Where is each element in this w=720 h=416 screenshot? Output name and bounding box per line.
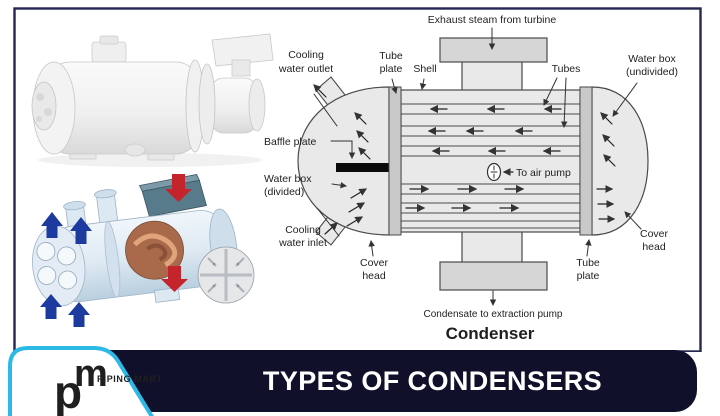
label-tube-plate-right-1: Tube bbox=[576, 257, 600, 269]
label-cover-head-right-2: head bbox=[642, 241, 666, 253]
logo-monogram-p: p bbox=[54, 366, 82, 416]
condenser-photo-cutaway bbox=[32, 174, 255, 327]
condensate-neck bbox=[462, 232, 522, 262]
cover-head-left bbox=[297, 86, 390, 236]
label-exhaust-steam: Exhaust steam from turbine bbox=[428, 14, 557, 26]
water-box-arrows bbox=[346, 112, 616, 227]
label-shell: Shell bbox=[413, 63, 436, 75]
tube-flow-arrows-right bbox=[405, 184, 525, 213]
label-condensate: Condensate to extraction pump bbox=[424, 309, 563, 320]
main-canvas: Exhaust steam from turbine Tube plate Sh… bbox=[13, 7, 702, 352]
label-water-box-divided-1: Water box bbox=[264, 173, 312, 185]
label-cover-head-left-1: Cover bbox=[360, 257, 389, 269]
blue-flow-arrows bbox=[40, 212, 92, 327]
cover-head-right bbox=[591, 86, 649, 236]
tubes bbox=[400, 103, 581, 229]
label-water-box-undivided-1: Water box bbox=[628, 53, 676, 65]
diagram-caption: Condenser bbox=[446, 324, 535, 343]
label-tubes: Tubes bbox=[552, 63, 581, 75]
condenser-schematic: Exhaust steam from turbine Tube plate Sh… bbox=[264, 14, 678, 343]
tube-plate-left bbox=[388, 86, 402, 236]
logo-brand-text: PIPING MART bbox=[97, 374, 163, 384]
label-tube-plate-left-2: plate bbox=[380, 63, 403, 75]
tube-plate-right bbox=[579, 86, 593, 236]
condensate-flange bbox=[439, 261, 548, 291]
label-baffle-plate: Baffle plate bbox=[264, 136, 317, 148]
label-water-box-divided-2: (divided) bbox=[264, 186, 304, 198]
shell bbox=[400, 89, 581, 233]
label-leaders bbox=[330, 27, 642, 306]
label-cooling-water-outlet-1: Cooling bbox=[288, 49, 324, 61]
tube-flow-arrows-left bbox=[427, 104, 562, 156]
label-to-air-pump: To air pump bbox=[516, 167, 571, 179]
outlet-leader bbox=[313, 93, 338, 127]
label-cover-head-left-2: head bbox=[362, 270, 386, 282]
outlet-flow-arrow bbox=[313, 84, 327, 98]
logo-monogram-m: m bbox=[74, 353, 108, 395]
condenser-photo-white bbox=[31, 33, 274, 167]
label-cooling-water-outlet-2: water outlet bbox=[278, 63, 333, 75]
inlet-leader bbox=[316, 207, 340, 237]
steam-inlet-neck bbox=[462, 61, 522, 92]
logo-plate-shape bbox=[8, 346, 154, 416]
label-cooling-water-inlet-1: Cooling bbox=[285, 224, 321, 236]
baffle-plate bbox=[336, 163, 389, 172]
tube-sheet-detail bbox=[197, 246, 255, 304]
label-water-box-undivided-2: (undivided) bbox=[626, 66, 678, 78]
red-flow-arrows bbox=[161, 174, 192, 292]
banner-title: TYPES OF CONDENSERS bbox=[262, 365, 603, 396]
logo-plate: m p PIPING MART bbox=[8, 346, 163, 416]
label-tube-plate-left-1: Tube bbox=[379, 50, 403, 62]
steam-inlet-flange bbox=[439, 37, 548, 63]
label-cooling-water-inlet-2: water inlet bbox=[278, 237, 327, 249]
label-tube-plate-right-2: plate bbox=[577, 270, 600, 282]
label-cover-head-right-1: Cover bbox=[640, 228, 669, 240]
inlet-flow-arrow bbox=[324, 222, 338, 235]
